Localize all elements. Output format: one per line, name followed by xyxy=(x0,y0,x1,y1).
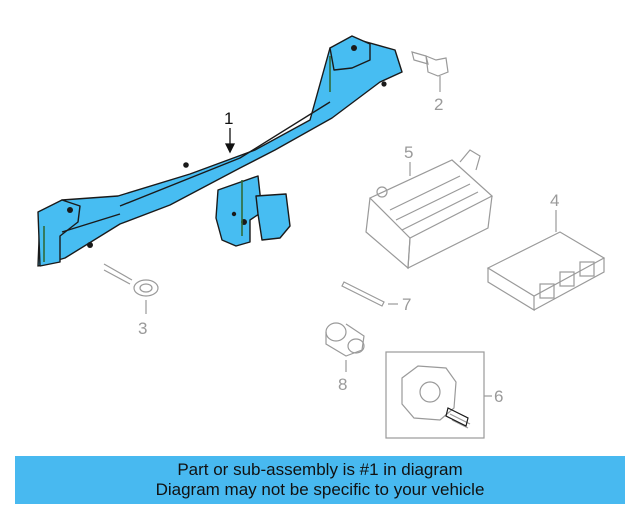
part-5-housing[interactable] xyxy=(365,149,494,270)
leader-line-1 xyxy=(224,128,236,154)
callout-7: 7 xyxy=(402,295,412,314)
banner-line-1: Part or sub-assembly is #1 in diagram xyxy=(177,460,463,479)
callout-6: 6 xyxy=(494,387,504,406)
part-1-crossmember[interactable] xyxy=(37,35,403,267)
part-6-screw xyxy=(445,407,469,427)
parts-diagram xyxy=(37,35,606,439)
callout-2: 2 xyxy=(434,95,444,114)
info-banner: Part or sub-assembly is #1 in diagram Di… xyxy=(15,456,625,504)
part-3-tow-eye[interactable] xyxy=(103,263,159,314)
callout-5: 5 xyxy=(404,143,414,162)
banner-line-2: Diagram may not be specific to your vehi… xyxy=(155,480,485,499)
callout-1: 1 xyxy=(224,109,234,128)
part-7-pin[interactable] xyxy=(341,281,398,307)
callout-8: 8 xyxy=(338,375,348,394)
part-1-green-edges xyxy=(43,56,331,262)
part-4-control-module[interactable] xyxy=(486,210,606,312)
part-2-bolt[interactable] xyxy=(411,51,449,84)
part-8-socket[interactable] xyxy=(325,322,365,372)
callout-4: 4 xyxy=(550,191,560,210)
callout-3: 3 xyxy=(138,319,148,338)
part-6-connector-group[interactable] xyxy=(385,351,492,439)
